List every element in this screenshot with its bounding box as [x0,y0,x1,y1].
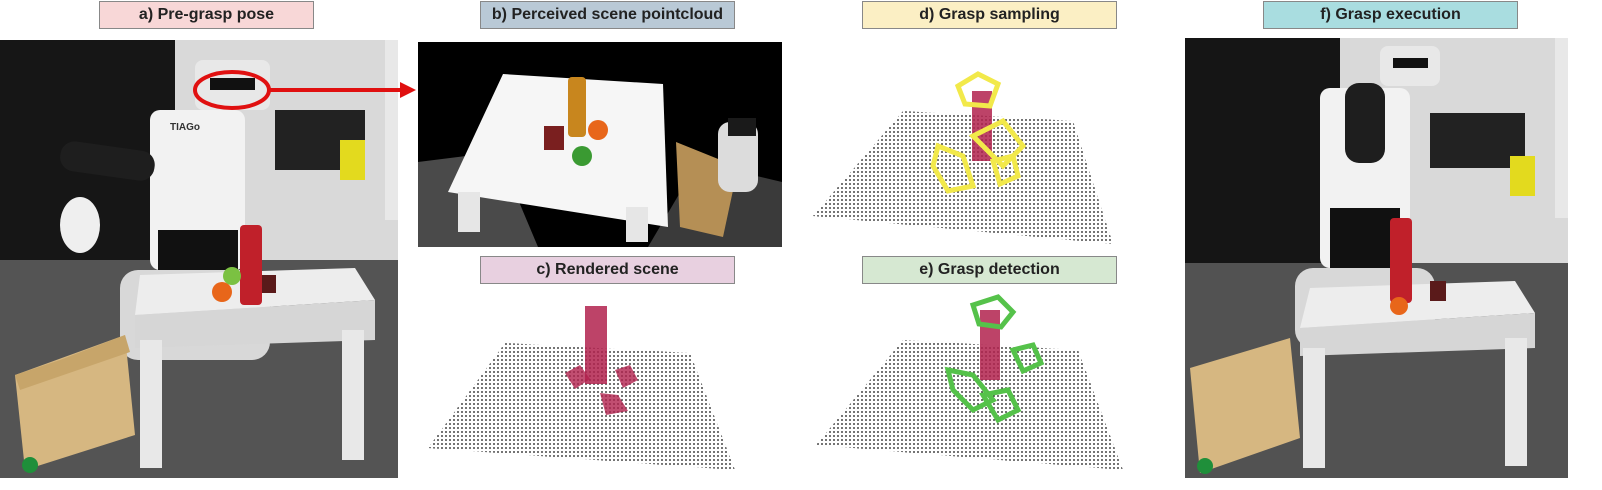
camera-to-pointcloud-arrow [268,82,416,98]
label-rendered-scene: c) Rendered scene [480,256,735,284]
label-grasp-execution: f) Grasp execution [1263,1,1518,29]
grasp-samples [930,71,1027,194]
svg-text:TIAGo: TIAGo [170,122,200,133]
label-pre-grasp-pose: a) Pre-grasp pose [99,1,314,29]
panel-rendered-scene [420,298,740,473]
label-perceived-scene-pointcloud: b) Perceived scene pointcloud [480,1,735,29]
panel-grasp-detection [808,290,1128,472]
panel-perceived-pointcloud [418,42,782,247]
label-grasp-sampling: d) Grasp sampling [862,1,1117,29]
panel-grasp-execution-photo [1185,38,1568,478]
panel-pre-grasp-photo: TIAGo [0,40,398,478]
detected-grasps [944,294,1045,424]
label-grasp-detection: e) Grasp detection [862,256,1117,284]
panel-grasp-sampling [808,66,1118,246]
